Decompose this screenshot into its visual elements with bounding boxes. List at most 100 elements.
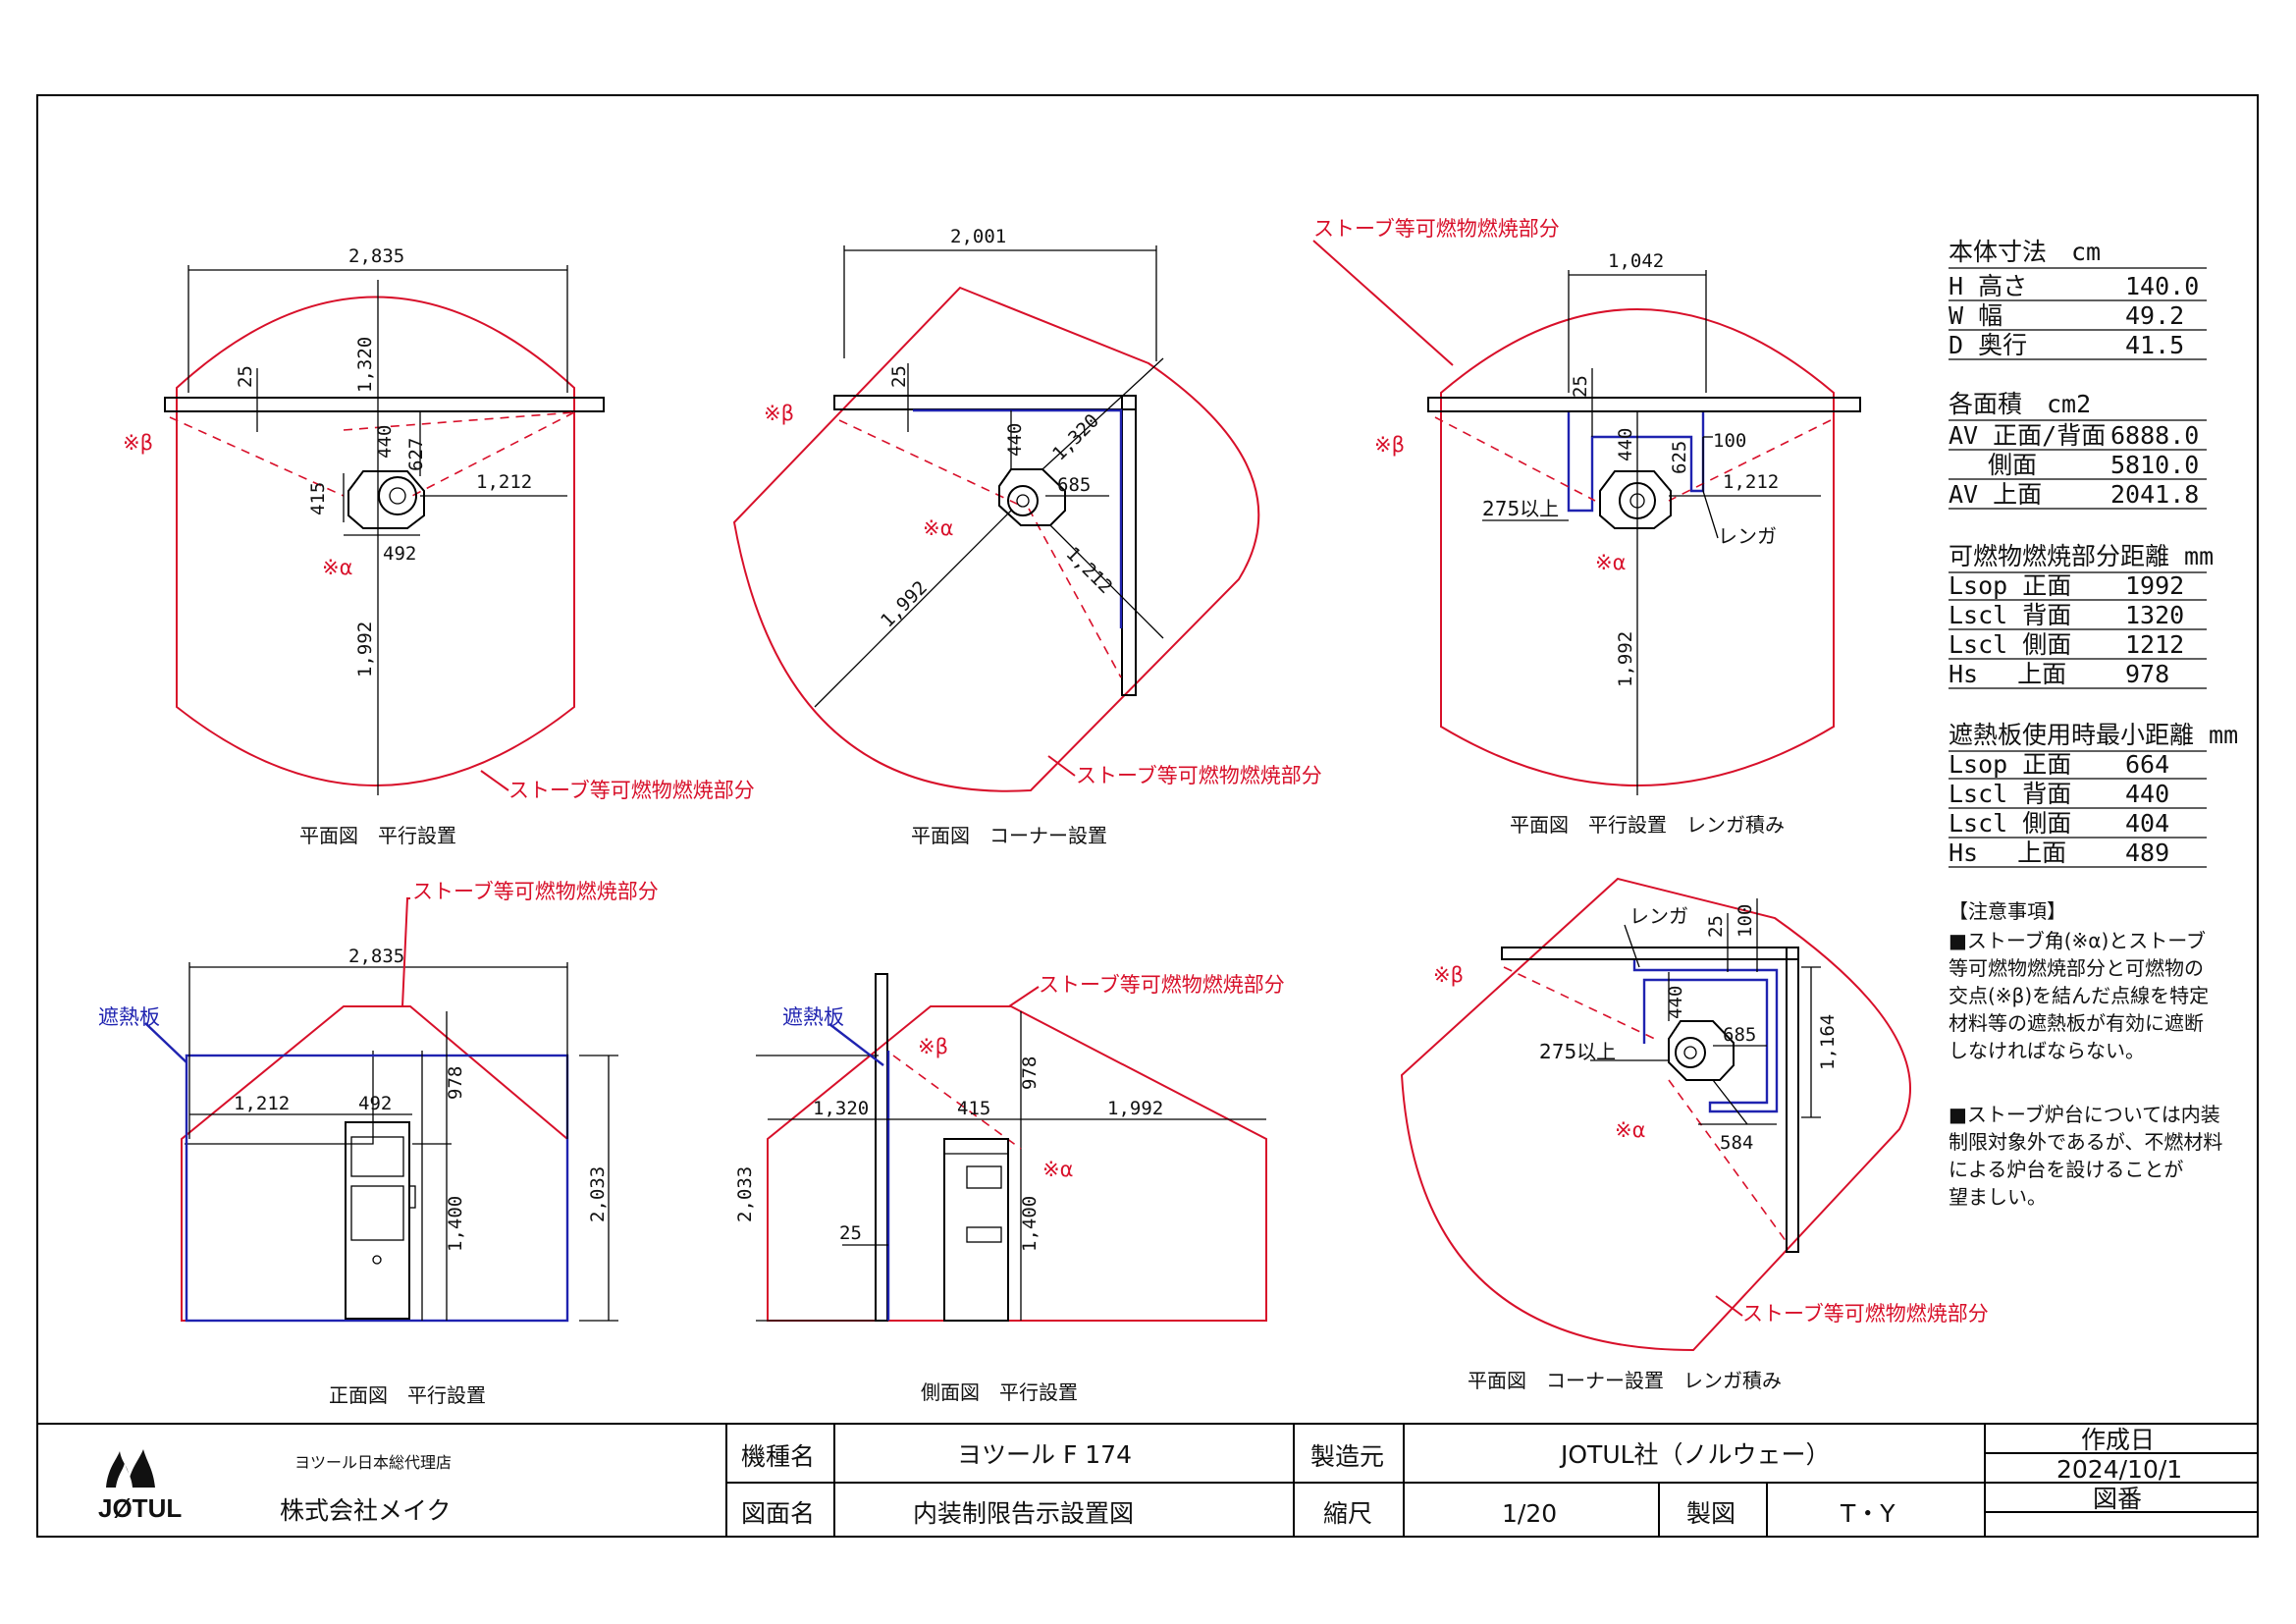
beta-mark: ※β [918, 1035, 948, 1058]
combustion-zone [1440, 308, 1835, 786]
wall [875, 973, 888, 1322]
heat-shield-label: 遮熱板 [782, 1005, 844, 1029]
dim-gap: 25 [235, 365, 256, 388]
maker-value: JOTUL社（ノルウェー） [1559, 1440, 1831, 1469]
beta-mark: ※β [764, 402, 794, 425]
spec-row-label: AV 正面/背面 [1949, 421, 2106, 450]
alpha-mark: ※α [923, 516, 953, 540]
dim-627: 627 [405, 438, 427, 471]
stove-front [345, 1121, 416, 1320]
spec-row-label: Hs 上面 [1949, 660, 2066, 688]
dim-685: 685 [1723, 1024, 1756, 1046]
model-label: 機種名 [741, 1442, 815, 1471]
spec-row-label: Lsop 正面 [1949, 750, 2071, 779]
spec-row-label: Hs 上面 [1949, 839, 2066, 867]
title-block: JØTUL ヨツール日本総代理店 株式会社メイク 機種名 ヨツール F 174 … [37, 1423, 2258, 1537]
min-label: 275以上 [1482, 497, 1559, 520]
dim-front: 1,992 [1615, 631, 1636, 687]
scale-label: 縮尺 [1323, 1499, 1372, 1528]
spec-row-value: 1212 [2125, 630, 2184, 659]
spec-row-label: Lscl 側面 [1949, 630, 2071, 659]
note-line: しなければならない。 [1949, 1039, 2145, 1062]
heat-shield [185, 1054, 569, 1323]
dim-415: 415 [307, 482, 329, 515]
dim-side: 1,212 [1723, 471, 1779, 493]
spec-row-value: 1992 [2125, 571, 2184, 600]
spec-row-label: Lscl 背面 [1949, 780, 2071, 808]
wall [833, 395, 1137, 410]
spec-row-value: 978 [2125, 660, 2169, 688]
dim-side: 1,212 [476, 471, 532, 493]
company-name: 株式会社メイク [280, 1496, 452, 1525]
caption: 平面図 平行設置 [299, 824, 456, 847]
spec-row-value: 140.0 [2125, 272, 2199, 300]
combustion-zone [176, 296, 575, 786]
dim-100: 100 [1735, 904, 1756, 938]
dim-625: 625 [1669, 441, 1690, 474]
spec-area-title: 各面積 cm2 [1949, 390, 2091, 418]
spec-row-value: 440 [2125, 780, 2169, 808]
spec-row-value: 404 [2125, 809, 2169, 838]
dim-width: 2,835 [348, 245, 404, 267]
spec-row-value: 489 [2125, 839, 2169, 867]
spec-row-label: D 奥行 [1949, 331, 2027, 359]
stove-plan [1599, 470, 1672, 529]
dim-100: 100 [1713, 430, 1746, 452]
beta-mark: ※β [1433, 963, 1464, 987]
combustion-zone [181, 1005, 568, 1322]
note-line: 制限対象外であるが、不燃材料 [1949, 1130, 2222, 1154]
stove-plan [998, 468, 1066, 526]
dim-440: 440 [374, 425, 396, 459]
dim-front: 1,992 [877, 577, 932, 632]
notes: 【注意事項】 ■ストーブ角(※α)とストーブ 等可燃物燃焼部分と可燃物の 交点(… [1949, 899, 2222, 1209]
drafter-value: T・Y [1840, 1499, 1896, 1528]
combustion-zone [732, 286, 1260, 792]
wall [1501, 947, 1799, 960]
note-line: による炉台を設けることが [1949, 1158, 2183, 1181]
note-line: 材料等の遮熱板が有効に遮断 [1949, 1011, 2204, 1035]
spec-row-value: 49.2 [2125, 301, 2184, 330]
maker-label: 製造元 [1310, 1442, 1384, 1471]
view-plan-parallel: 2,835 1,320 25 440 627 1,212 415 492 1,9… [123, 245, 755, 847]
view-plan-corner-brick: 25 100 440 685 1,164 584 275以上 レンガ ※β ※α… [1400, 877, 1989, 1392]
spec-body-title: 本体寸法 cm [1949, 238, 2101, 266]
spec-distance-title: 可燃物燃焼部分距離 mm [1949, 542, 2214, 570]
stove-plan [1668, 1020, 1735, 1081]
caption: 正面図 平行設置 [329, 1383, 486, 1407]
scale-value: 1/20 [1502, 1499, 1557, 1528]
view-plan-brick: 1,042 25 440 625 100 1,212 1,992 275以上 レ… [1312, 217, 1861, 837]
view-side: 1,320 415 1,992 978 2,033 25 1,400 遮熱板 ※… [734, 973, 1285, 1404]
number-label: 図番 [2093, 1485, 2142, 1513]
dim-side: 1,212 [234, 1093, 290, 1114]
dim-440: 440 [1615, 428, 1636, 461]
dim-side: 1,212 [1061, 543, 1116, 598]
note-line: ■ストーブ角(※α)とストーブ [1949, 929, 2206, 952]
min-label: 275以上 [1539, 1040, 1616, 1063]
stove-side [943, 1138, 1009, 1322]
brick-wall [1632, 960, 1779, 1113]
wall [164, 397, 605, 412]
spec-row-label: AV 上面 [1949, 480, 2042, 509]
dim-440: 440 [1665, 986, 1686, 1019]
dim-back: 1,320 [354, 337, 376, 393]
dim-492: 492 [383, 543, 416, 565]
combustion-label: ストーブ等可燃物燃焼部分 [1076, 764, 1322, 787]
dim-584: 584 [1720, 1132, 1753, 1154]
model-value: ヨツール F 174 [957, 1440, 1132, 1469]
spec-tables: 本体寸法 cm H 高さ 140.0 W 幅 49.2 D 奥行 41.5 各面… [1949, 238, 2238, 868]
caption: 平面図 平行設置 レンガ積み [1510, 813, 1785, 837]
jotul-logo: JØTUL [98, 1449, 182, 1523]
dim-1400: 1,400 [1019, 1196, 1041, 1252]
note-line: 等可燃物燃焼部分と可燃物の [1949, 956, 2204, 980]
brick-label: レンガ [1718, 524, 1777, 548]
alpha-mark: ※α [322, 556, 352, 579]
beta-mark: ※β [123, 431, 153, 455]
spec-row-value: 2041.8 [2110, 480, 2199, 509]
dim-1164: 1,164 [1817, 1014, 1839, 1070]
dim-440: 440 [1004, 423, 1026, 457]
dim-back: 1,320 [1048, 410, 1103, 465]
spec-row-label: Lsop 正面 [1949, 571, 2071, 600]
logo-text: JØTUL [98, 1493, 182, 1523]
caption: 平面図 コーナー設置 [911, 824, 1107, 847]
